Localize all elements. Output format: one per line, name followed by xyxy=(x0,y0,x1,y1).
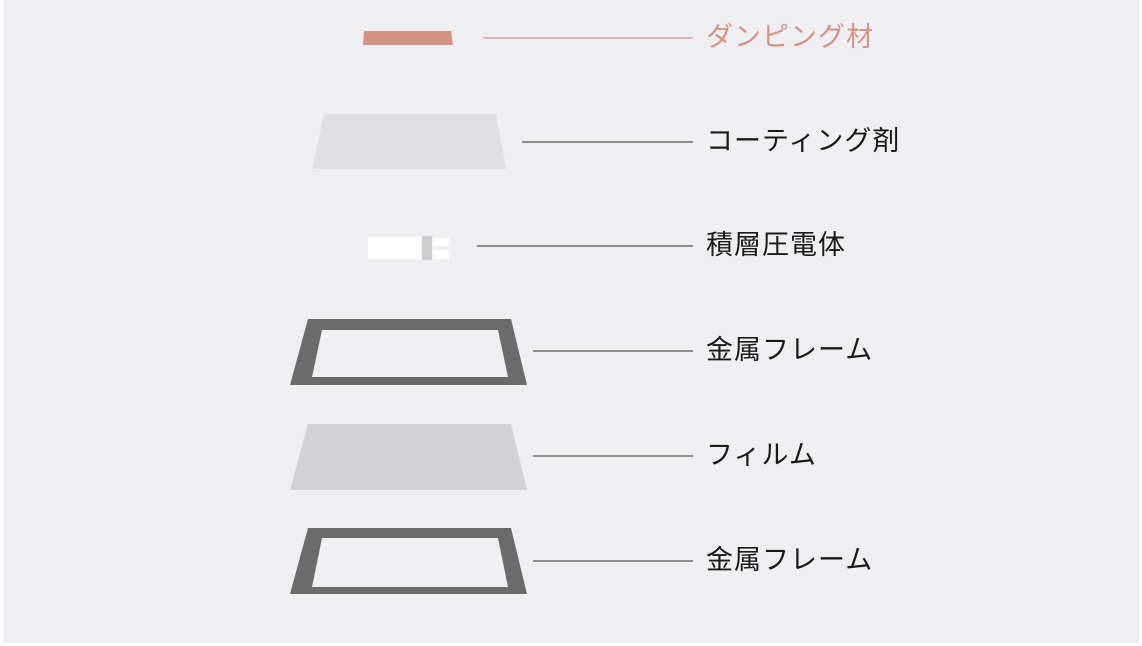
layer-metal-frame-upper xyxy=(290,319,693,385)
layer-coating xyxy=(312,114,693,169)
layer-metal-frame-lower xyxy=(290,528,693,594)
layer-film xyxy=(290,424,693,490)
label-metal-frame-upper: 金属フレーム xyxy=(706,335,874,366)
label-piezo-stack: 積層圧電体 xyxy=(706,230,846,261)
label-metal-frame-lower: 金属フレーム xyxy=(706,545,874,576)
damping-material-shape xyxy=(363,31,453,45)
label-damping-material: ダンピング材 xyxy=(706,22,874,53)
label-coating: コーティング剤 xyxy=(706,126,901,157)
metal-frame-lower-shape xyxy=(290,528,527,594)
diagram-canvas: ダンピング材 コーティング剤 積層圧電体 金属フレーム フィルム 金属フレーム xyxy=(3,0,1139,643)
piezo-stack-terminal-bottom xyxy=(433,250,449,259)
piezo-stack-terminal-top xyxy=(433,238,449,246)
layer-damping-material xyxy=(363,31,693,45)
metal-frame-upper-shape xyxy=(290,319,527,385)
exploded-layer-diagram xyxy=(290,31,693,594)
piezo-stack-body xyxy=(368,237,421,259)
label-film: フィルム xyxy=(706,440,817,471)
piezo-stack-terminal xyxy=(422,236,432,260)
layer-piezo-stack xyxy=(368,236,693,260)
coating-shape xyxy=(312,114,506,169)
film-shape xyxy=(290,424,527,490)
